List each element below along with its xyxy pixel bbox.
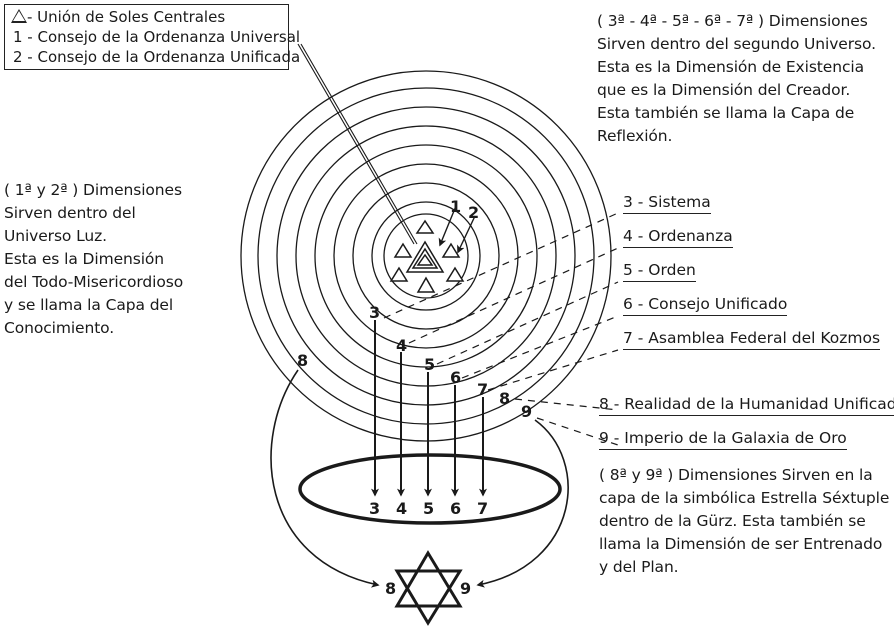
ellipse-number-3: 3 xyxy=(369,499,380,518)
top-right-text-line: ( 3ª - 4ª - 5ª - 6ª - 7ª ) Dimensiones xyxy=(597,12,868,30)
central-triangles xyxy=(389,219,465,293)
label-6-consejo-unificado: 6 - Consejo Unificado xyxy=(623,295,788,316)
star-number-8: 8 xyxy=(385,579,396,598)
bottom-right-text-line: capa de la simbólica Estrella Séxtuple xyxy=(599,489,890,507)
concentric-rings xyxy=(240,70,612,442)
left-text-line: del Todo-Misericordioso xyxy=(4,273,184,291)
legend-item-triangle: - Unión de Soles Centrales xyxy=(11,7,225,27)
bottom-right-text-line: ( 8ª y 9ª ) Dimensiones Sirven en la xyxy=(599,466,873,484)
ring-5 xyxy=(314,144,538,368)
ring-1 xyxy=(383,213,469,299)
ring-number-3: 3 xyxy=(369,303,380,322)
ring-3 xyxy=(352,182,500,330)
triangle-icon xyxy=(445,266,465,282)
ring-7 xyxy=(276,106,576,406)
bottom-right-text-line: dentro de la Gürz. Esta también se xyxy=(599,512,866,530)
ellipse-number-6: 6 xyxy=(450,499,461,518)
legend-triangle-label: - Unión de Soles Centrales xyxy=(27,8,226,26)
ring-9 xyxy=(240,70,612,442)
ring-number-8-right: 8 xyxy=(499,389,510,408)
left-text-line: Esta es la Dimensión xyxy=(4,250,165,268)
label-7-asamblea-federal: 7 - Asamblea Federal del Kozmos xyxy=(623,329,881,350)
label-8-realidad-humanidad: 8 - Realidad de la Humanidad Unificada xyxy=(599,395,894,416)
arrow-2 xyxy=(457,215,476,254)
top-right-text-line: que es la Dimensión del Creador. xyxy=(597,81,851,99)
legend-pointer-line xyxy=(297,43,418,245)
ring-6 xyxy=(295,125,557,387)
left-text-line: Conocimiento. xyxy=(4,319,115,337)
ring-number-2: 2 xyxy=(468,203,479,222)
top-right-text-line: Reflexión. xyxy=(597,127,673,145)
down-arrows xyxy=(371,320,487,497)
triangle-icon xyxy=(389,266,409,282)
left-text-line: ( 1ª y 2ª ) Dimensiones xyxy=(4,181,182,199)
left-text-line: y se llama la Capa del xyxy=(4,296,174,314)
ring-number-5: 5 xyxy=(424,355,435,374)
label-4-ordenanza: 4 - Ordenanza xyxy=(623,227,733,248)
legend-item-2: 2 - Consejo de la Ordenanza Unificada xyxy=(13,48,301,66)
ring-2 xyxy=(371,201,481,311)
ellipse-number-4: 4 xyxy=(396,499,407,518)
triangle-icon xyxy=(11,9,27,23)
ellipse-number-7: 7 xyxy=(477,499,488,518)
triangle-icon xyxy=(416,276,436,293)
top-right-text-line: Sirven dentro del segundo Universo. xyxy=(597,35,876,53)
legend-item-1: 1 - Consejo de la Ordenanza Universal xyxy=(13,28,301,46)
ring-number-9: 9 xyxy=(521,402,532,421)
bottom-right-text-line: y del Plan. xyxy=(599,558,679,576)
left-text-line: Sirven dentro del xyxy=(4,204,136,222)
triangle-icon xyxy=(416,253,434,266)
triangle-icon xyxy=(441,242,461,258)
ring-number-7: 7 xyxy=(477,380,488,399)
six-pointed-star-icon xyxy=(394,550,463,626)
triangle-icon xyxy=(393,242,413,258)
star-number-9: 9 xyxy=(460,579,471,598)
top-right-text-line: Esta también se llama la Capa de xyxy=(597,104,855,122)
label-9-imperio-galaxia: 9 - Imperio de la Galaxia de Oro xyxy=(599,429,847,450)
ring-4 xyxy=(333,163,519,349)
arrow-1 xyxy=(438,205,457,247)
ring-8 xyxy=(257,87,595,425)
legend-box: - Unión de Soles Centrales 1 - Consejo d… xyxy=(4,4,300,70)
dimension-ellipse xyxy=(298,453,562,525)
ellipse-number-5: 5 xyxy=(423,499,434,518)
curved-arrows xyxy=(270,369,569,588)
label-3-sistema: 3 - Sistema xyxy=(623,193,711,214)
ring-number-1: 1 xyxy=(450,197,461,216)
left-text-line: Universo Luz. xyxy=(4,227,107,245)
dashed-leaders xyxy=(383,212,619,446)
triangle-icon xyxy=(415,219,435,234)
council-arrows xyxy=(438,205,476,254)
bottom-right-text-line: llama la Dimensión de ser Entrenado xyxy=(599,535,883,553)
ring-number-4: 4 xyxy=(396,336,407,355)
label-5-orden: 5 - Orden xyxy=(623,261,696,282)
ring-number-8-left: 8 xyxy=(297,351,308,370)
top-right-text-line: Esta es la Dimensión de Existencia xyxy=(597,58,864,76)
ring-number-6: 6 xyxy=(450,368,461,387)
